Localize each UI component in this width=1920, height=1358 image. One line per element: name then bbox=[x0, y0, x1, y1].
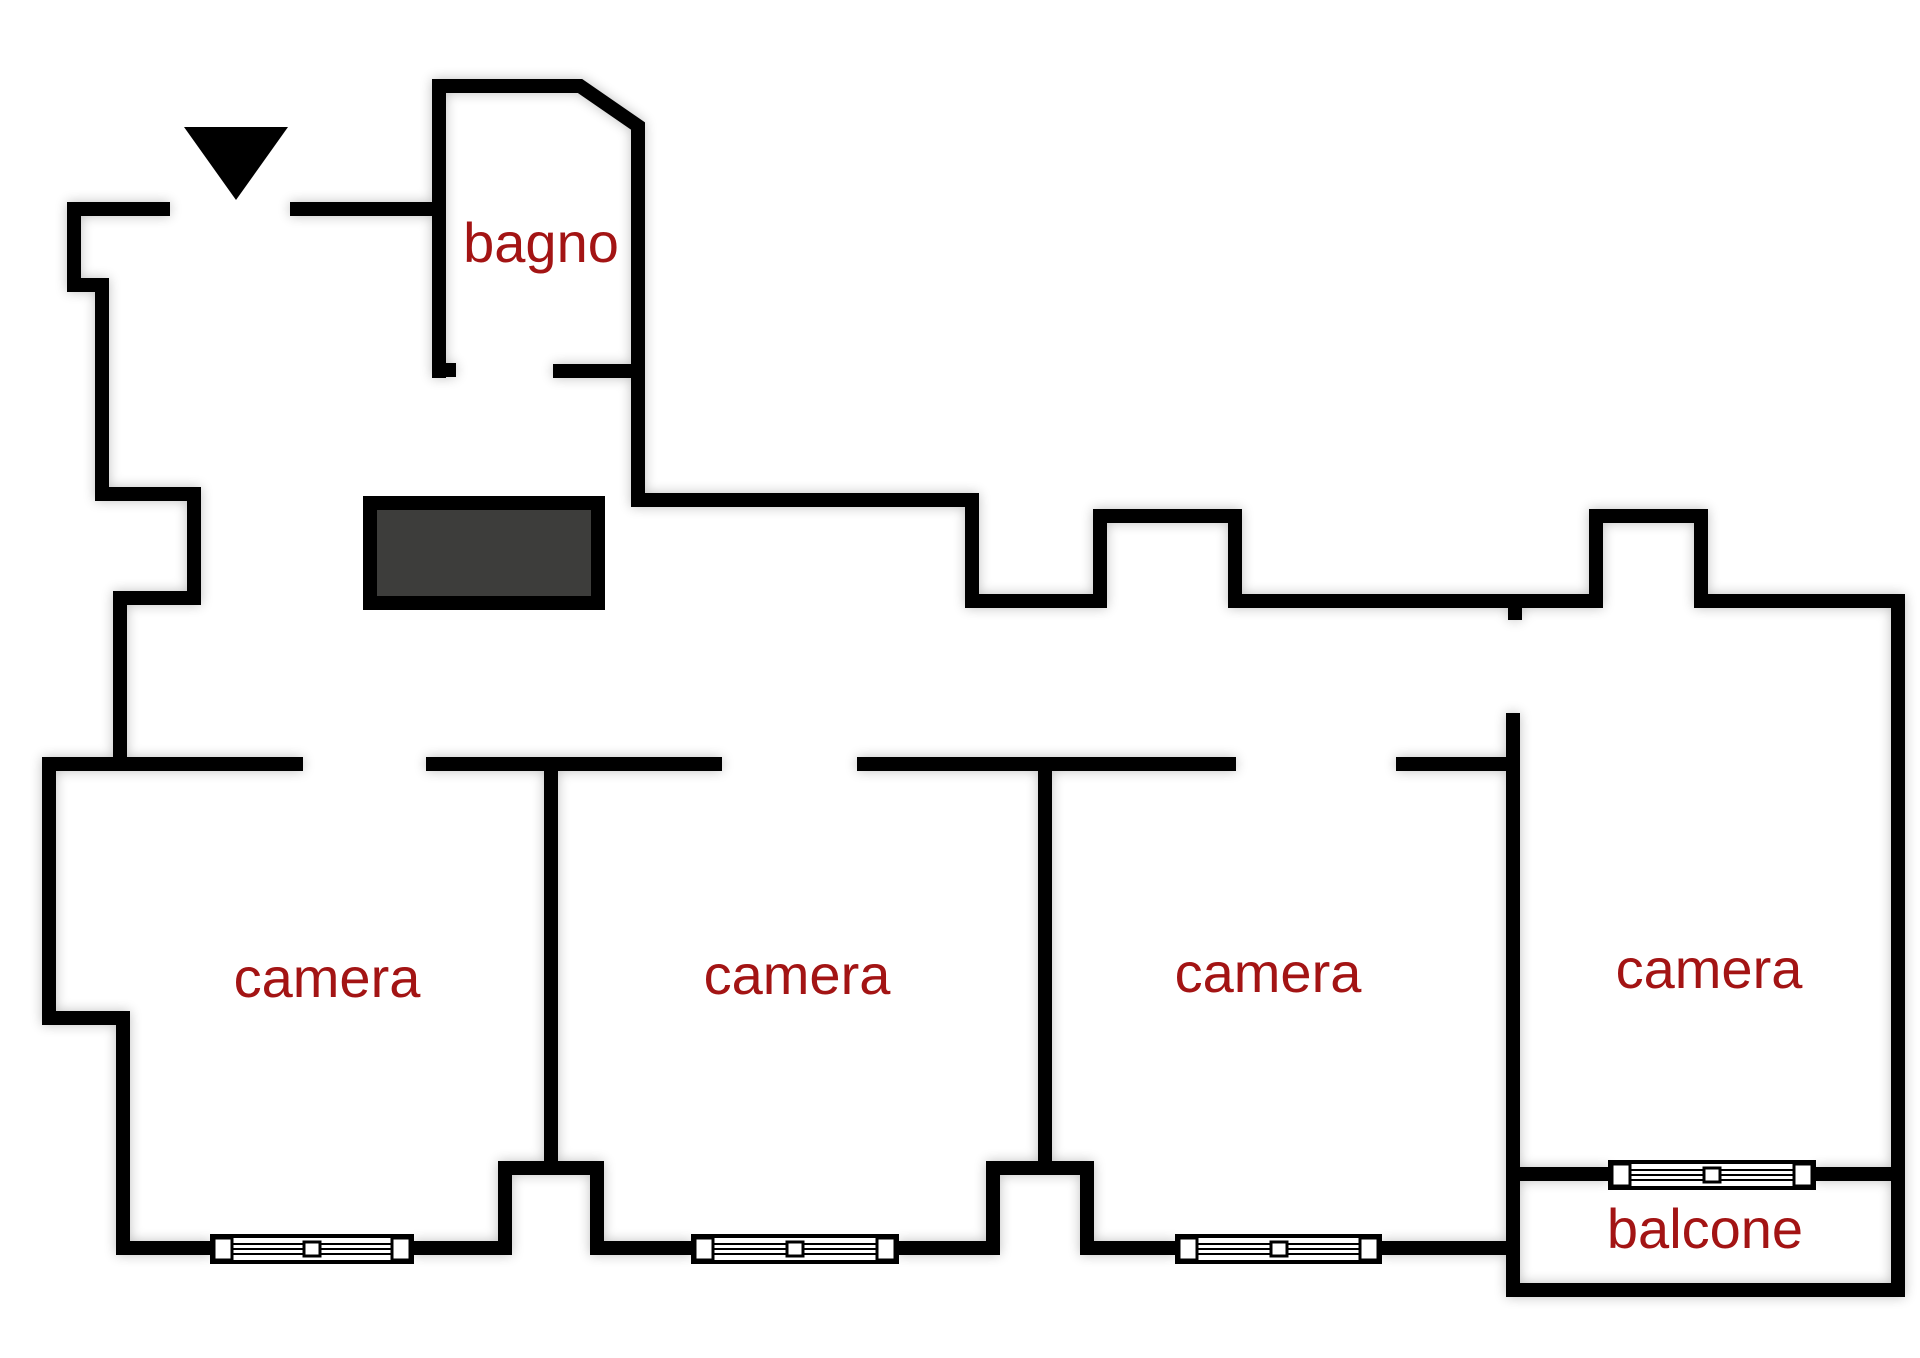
room-label-camera-4: camera bbox=[1615, 937, 1803, 1000]
room-label-camera-2: camera bbox=[703, 943, 891, 1006]
wall-entrance-left bbox=[67, 202, 201, 757]
room-label-camera-3: camera bbox=[1174, 941, 1362, 1004]
wall-bottom-1 bbox=[412, 1161, 693, 1255]
chimney-block bbox=[363, 496, 605, 610]
room-label-camera-1: camera bbox=[233, 946, 421, 1009]
window-icon bbox=[1608, 1160, 1816, 1190]
room-label-balcone: balcone bbox=[1606, 1197, 1804, 1260]
wall-bottom-2 bbox=[897, 1161, 1177, 1255]
wall-room1-top-left bbox=[42, 757, 303, 1255]
entrance-triangle-icon bbox=[184, 127, 288, 200]
wall-corridor-top bbox=[631, 493, 1905, 1297]
window-icon bbox=[210, 1234, 414, 1264]
window-icon bbox=[691, 1234, 899, 1264]
window-icon bbox=[1175, 1234, 1382, 1264]
room-label-bagno: bagno bbox=[463, 211, 619, 274]
wall-bathroom bbox=[432, 79, 645, 494]
walls bbox=[42, 79, 1905, 1297]
